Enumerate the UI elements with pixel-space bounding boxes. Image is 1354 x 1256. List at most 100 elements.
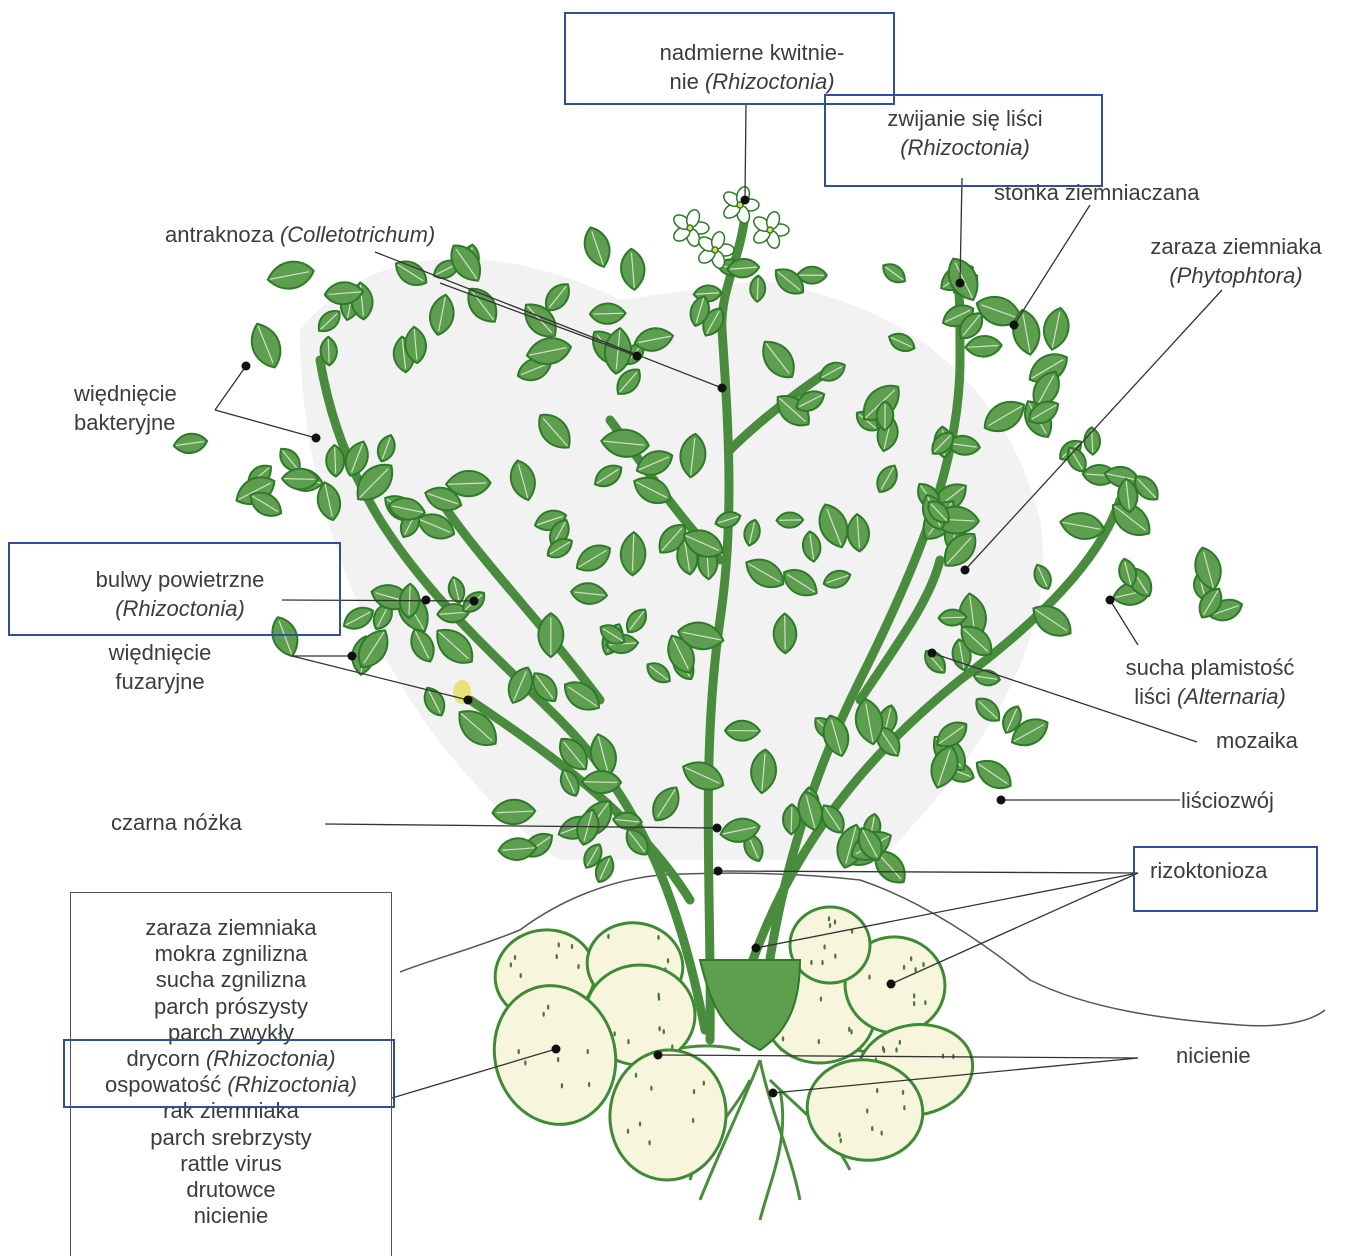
label-mosaic: mozaika bbox=[1216, 726, 1298, 755]
tuber-eye bbox=[657, 935, 659, 940]
label-anthracnose-italic: (Colletotrichum) bbox=[280, 222, 435, 247]
tuber-eye bbox=[848, 1027, 850, 1032]
label-leafroll-virus: liściozwój bbox=[1181, 786, 1274, 815]
marker-dot bbox=[752, 944, 761, 953]
tuber-eye bbox=[703, 1081, 705, 1086]
label-fusarium-wilt-line2: fuzaryjne bbox=[115, 669, 204, 694]
tuber-eye bbox=[577, 964, 579, 969]
tuber-disease-item-pathogen: (Rhizoctonia) bbox=[206, 1046, 336, 1071]
label-early-blight-line1: sucha plamistość bbox=[1126, 655, 1295, 680]
tuber-eye bbox=[587, 1049, 589, 1054]
tuber-disease-item: parch zwykły bbox=[71, 1020, 391, 1046]
label-aerial-tubers: bulwy powietrzne (Rhizoctonia) bbox=[60, 565, 300, 623]
tuber-eye bbox=[840, 1138, 842, 1143]
tuber-disease-item: rattle virus bbox=[71, 1151, 391, 1177]
tuber-eye bbox=[883, 1048, 885, 1053]
tuber-eye bbox=[639, 1121, 641, 1126]
marker-dot bbox=[633, 352, 642, 361]
label-aerial-tubers-line1: bulwy powietrzne bbox=[96, 567, 265, 592]
marker-dot bbox=[956, 279, 965, 288]
tuber-eye bbox=[823, 944, 825, 949]
tuber-disease-item: parch srebrzysty bbox=[71, 1125, 391, 1151]
tuber-eye bbox=[692, 1118, 694, 1123]
tuber-eye bbox=[922, 962, 924, 967]
tuber-eye bbox=[782, 1036, 784, 1041]
leaf-vein bbox=[941, 617, 964, 618]
tuber-disease-item: nicienie bbox=[71, 1203, 391, 1229]
flowers bbox=[671, 185, 789, 270]
marker-dot bbox=[242, 362, 251, 371]
label-rhizoctoniosis: rizoktonioza bbox=[1150, 856, 1267, 885]
tuber-eye bbox=[838, 1132, 840, 1137]
tuber-eye bbox=[866, 1108, 868, 1113]
tuber-eye bbox=[828, 916, 830, 921]
label-flowering-line1: nadmierne kwitnie- bbox=[660, 40, 845, 65]
tuber-eye bbox=[542, 1012, 544, 1017]
tuber-eye bbox=[514, 955, 516, 960]
tuber-eye bbox=[648, 1140, 650, 1145]
label-late-blight: zaraza ziemniaka (Phytophtora) bbox=[1120, 232, 1352, 290]
tuber-disease-item: ospowatość (Rhizoctonia) bbox=[71, 1072, 391, 1098]
tuber-eye bbox=[834, 953, 836, 958]
marker-dot bbox=[348, 652, 357, 661]
marker-dot bbox=[1106, 596, 1115, 605]
tuber-disease-item: parch prószysty bbox=[71, 994, 391, 1020]
tuber-eye bbox=[557, 1057, 559, 1062]
tuber-eye bbox=[561, 1083, 563, 1088]
tuber-eye bbox=[810, 960, 812, 965]
tuber-disease-item: drutowce bbox=[71, 1177, 391, 1203]
leaf-vein bbox=[593, 313, 623, 314]
label-early-blight-line2: liści bbox=[1134, 684, 1177, 709]
marker-dot bbox=[961, 566, 970, 575]
marker-dot bbox=[887, 980, 896, 989]
tuber-eye bbox=[510, 962, 512, 967]
marker-dot bbox=[713, 824, 722, 833]
marker-dot bbox=[714, 867, 723, 876]
tuber-eye bbox=[880, 1130, 882, 1135]
label-leaf-roll: zwijanie się liści (Rhizoctonia) bbox=[840, 104, 1090, 162]
tuber-eye bbox=[613, 1031, 615, 1036]
label-flowering-italic: (Rhizoctonia) bbox=[705, 69, 835, 94]
tuber-eye bbox=[556, 954, 558, 959]
marker-dot bbox=[928, 649, 937, 658]
tuber-disease-item: rak ziemniaka bbox=[71, 1098, 391, 1124]
marker-dot bbox=[769, 1089, 778, 1098]
label-leaf-roll-italic: (Rhizoctonia) bbox=[900, 135, 1030, 160]
label-anthracnose-text: antraknoza bbox=[165, 222, 280, 247]
tuber-eye bbox=[914, 967, 916, 972]
tuber-eye bbox=[913, 1001, 915, 1006]
leaf-vein bbox=[284, 479, 314, 480]
label-bacterial-wilt-line2: bakteryjne bbox=[74, 410, 176, 435]
flower-center bbox=[687, 225, 693, 231]
label-anthracnose: antraknoza (Colletotrichum) bbox=[165, 220, 435, 249]
marker-dot bbox=[997, 796, 1006, 805]
marker-dot bbox=[464, 696, 473, 705]
tuber-disease-rows: zaraza ziemniakamokra zgniliznasucha zgn… bbox=[71, 893, 391, 1229]
marker-dot bbox=[312, 434, 321, 443]
leaf-vein bbox=[757, 278, 758, 300]
label-bacterial-wilt: więdnięcie bakteryjne bbox=[74, 379, 177, 437]
tuber-eye bbox=[627, 1129, 629, 1134]
tuber-disease-list: zaraza ziemniakamokra zgniliznasucha zgn… bbox=[70, 892, 392, 1256]
flower-center bbox=[767, 227, 773, 233]
tuber-eye bbox=[876, 1088, 878, 1093]
tuber-eye bbox=[899, 1040, 901, 1045]
label-late-blight-line1: zaraza ziemniaka bbox=[1150, 234, 1321, 259]
tuber bbox=[605, 1045, 732, 1185]
marker-dot bbox=[422, 596, 431, 605]
marker-dot bbox=[470, 597, 479, 606]
tuber-eye bbox=[871, 1126, 873, 1131]
label-leaf-roll-line1: zwijanie się liści bbox=[887, 106, 1042, 131]
label-early-blight-italic: (Alternaria) bbox=[1177, 684, 1286, 709]
tuber-eye bbox=[547, 1005, 549, 1010]
label-colorado-beetle: stonka ziemniaczana bbox=[994, 178, 1199, 207]
label-flowering: nadmierne kwitnie- nie (Rhizoctonia) bbox=[622, 38, 882, 96]
tuber-eye bbox=[821, 960, 823, 965]
tuber-eye bbox=[518, 1049, 520, 1054]
label-fusarium-wilt-line1: więdnięcie bbox=[109, 640, 212, 665]
tuber-eye bbox=[607, 934, 609, 939]
tuber-eye bbox=[520, 973, 522, 978]
label-flowering-line2: nie bbox=[669, 69, 704, 94]
marker-dot bbox=[741, 196, 750, 205]
tuber-eye bbox=[558, 942, 560, 947]
